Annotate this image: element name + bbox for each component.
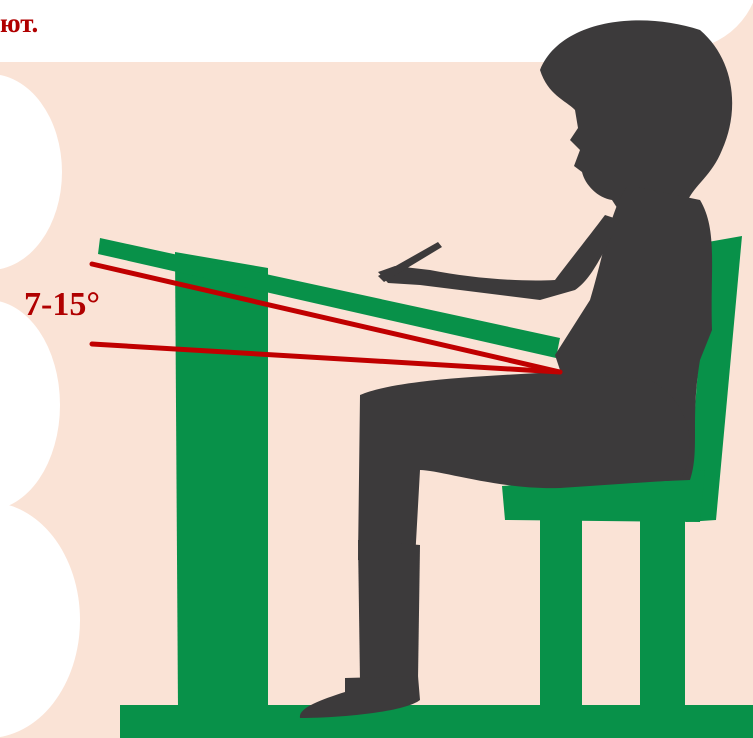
angle-label: 7-15° [24, 286, 100, 324]
caption-text: ют. [0, 8, 38, 38]
top-white-strip [0, 0, 560, 62]
